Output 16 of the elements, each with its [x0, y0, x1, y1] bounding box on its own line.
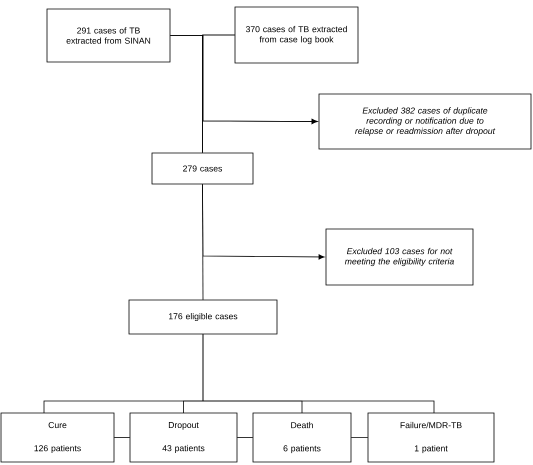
source-box: 291 cases of TB extracted from SINAN	[46, 8, 170, 62]
outcome-box: Dropout 43 patients	[130, 412, 238, 462]
outcome-box: Cure 126 patients	[0, 412, 114, 462]
connector	[202, 334, 434, 414]
connector	[237, 437, 253, 438]
exclusion-box: Excluded 103 cases for not meeting the eligibility criteria	[326, 228, 474, 286]
process-box: 279 cases	[152, 152, 254, 184]
source-box: 370 cases of TB extracted from case log book	[234, 6, 358, 64]
exclusion-box: Excluded 382 cases of duplicate recording or notification due to relapse or readmission after dropout	[318, 94, 532, 150]
connector	[114, 437, 130, 438]
outcome-box: Failure/MDR-TB 1 patient	[368, 412, 494, 462]
connector	[351, 437, 368, 438]
process-box: 176 eligible cases	[128, 300, 278, 334]
connector	[202, 34, 318, 124]
connector	[202, 184, 325, 260]
outcome-box: Death 6 patients	[252, 412, 352, 462]
